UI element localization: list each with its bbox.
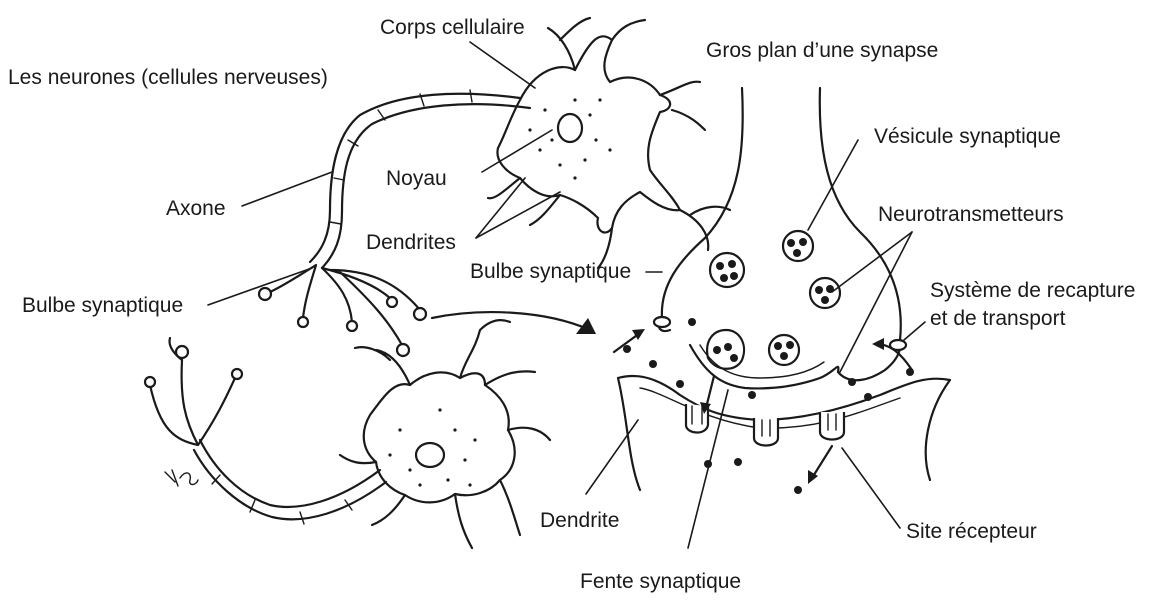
neurotransmitters-in-vesicles (713, 238, 834, 362)
label-bulbe-synaptique-right: Bulbe synaptique (470, 260, 631, 283)
label-recapture-line2: et de transport (930, 307, 1066, 330)
label-corps-cellulaire: Corps cellulaire (380, 16, 525, 39)
synapse-title: Gros plan d’une synapse (706, 39, 938, 62)
reuptake-transporter-left (654, 317, 670, 327)
label-recapture-line1: Système de recapture (930, 279, 1135, 302)
label-axone: Axone (166, 197, 226, 220)
diagram-title: Les neurones (cellules nerveuses) (8, 66, 328, 89)
label-dendrites: Dendrites (366, 231, 456, 254)
label-fente-synaptique: Fente synaptique (580, 570, 741, 593)
label-noyau: Noyau (386, 167, 447, 190)
label-dendrite: Dendrite (540, 509, 619, 532)
lower-axon-terminals (150, 338, 235, 445)
label-neurotransmetteurs: Neurotransmetteurs (878, 203, 1064, 226)
neurotransmitters-in-cleft (623, 318, 914, 494)
label-vesicule-synaptique: Vésicule synaptique (874, 125, 1061, 148)
label-site-recepteur: Site récepteur (906, 520, 1037, 543)
upper-myelin-nodes (330, 90, 472, 224)
presynaptic-bulb (662, 88, 901, 340)
synapse-closeup (614, 88, 950, 494)
artist-signature (165, 470, 198, 486)
lower-axon (200, 440, 380, 507)
upper-neuron (259, 18, 730, 356)
zoom-arrow (432, 312, 590, 330)
lower-neuron (145, 320, 550, 548)
postsynaptic-dendrite (618, 376, 950, 490)
label-bulbe-synaptique-left: Bulbe synaptique (22, 294, 183, 317)
upper-axon-terminals (270, 265, 420, 345)
transport-arrows (614, 329, 912, 484)
presynaptic-membrane (659, 318, 901, 388)
upper-cell-body (497, 36, 680, 232)
